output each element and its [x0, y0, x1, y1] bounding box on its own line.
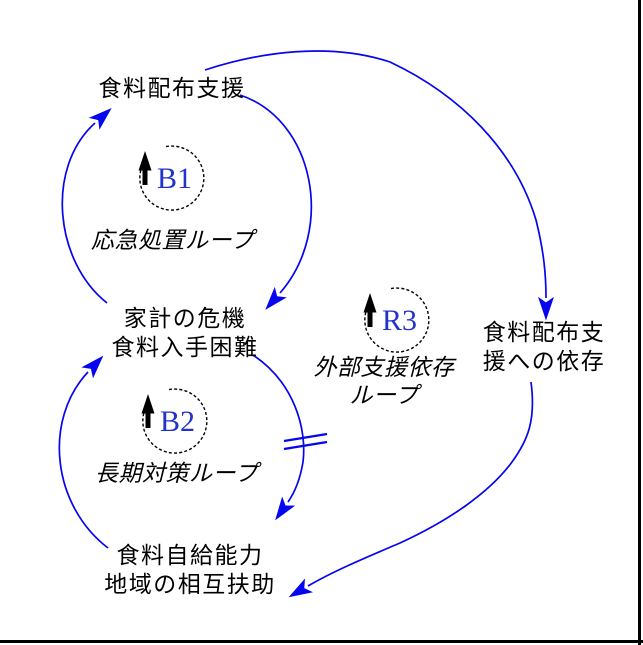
right-border-line	[638, 0, 641, 645]
loop-name-b2: 長期対策ループ	[95, 459, 258, 487]
loop-id-label: B1	[157, 162, 192, 195]
node-label-line: 家計の危機	[123, 305, 247, 331]
loop-marker-b2: B2	[141, 388, 208, 454]
loop-direction-arrow-icon	[363, 293, 377, 327]
node-label-line: 食料自給能力	[116, 542, 264, 568]
loop-id-label: R3	[382, 304, 417, 337]
loop-circle-icon	[364, 287, 430, 353]
node-label-line: 食料入手困難	[111, 334, 259, 360]
loop-name-r3: 外部支援依存 ループ	[310, 353, 458, 409]
node-label-line: 食料配布支	[482, 319, 606, 345]
loop-marker-b1: B1	[138, 145, 205, 211]
node-label-line: 援への依存	[482, 348, 606, 374]
loop-circle-icon	[142, 388, 208, 454]
loop-name-line: 外部支援依存	[313, 354, 455, 380]
edge-dependence-to-selfsufficiency	[288, 381, 534, 598]
node-dependence-on-support: 食料配布支 援への依存	[482, 318, 606, 376]
loop-direction-arrow-icon	[141, 394, 155, 428]
bottom-border-line	[0, 640, 643, 643]
node-label-line: 食料配布支援	[98, 75, 246, 101]
loop-name-line: 長期対策ループ	[95, 460, 259, 486]
loop-name-b1: 応急処置ループ	[90, 226, 255, 254]
edge-distribution-to-dependence	[204, 50, 554, 321]
edge-selfsufficiency-to-crisis	[58, 355, 109, 549]
edge-crisis-to-distribution	[61, 107, 112, 304]
node-household-crisis: 家計の危機 食料入手困難	[103, 304, 267, 362]
loop-id-label: B2	[160, 405, 195, 438]
node-food-self-sufficiency: 食料自給能力 地域の相互扶助	[104, 541, 276, 599]
loop-circle-icon	[139, 145, 205, 211]
loop-direction-arrow-icon	[138, 151, 152, 185]
node-food-distribution-support: 食料配布支援	[92, 74, 252, 103]
loop-name-line: ループ	[349, 382, 419, 408]
loop-marker-r3: R3	[363, 287, 430, 353]
loop-name-line: 応急処置ループ	[90, 227, 255, 253]
edge-crisis-to-selfsufficiency	[252, 354, 305, 521]
delay-marks-icon	[283, 432, 328, 451]
node-label-line: 地域の相互扶助	[104, 571, 276, 597]
edge-distribution-to-crisis	[239, 94, 313, 310]
